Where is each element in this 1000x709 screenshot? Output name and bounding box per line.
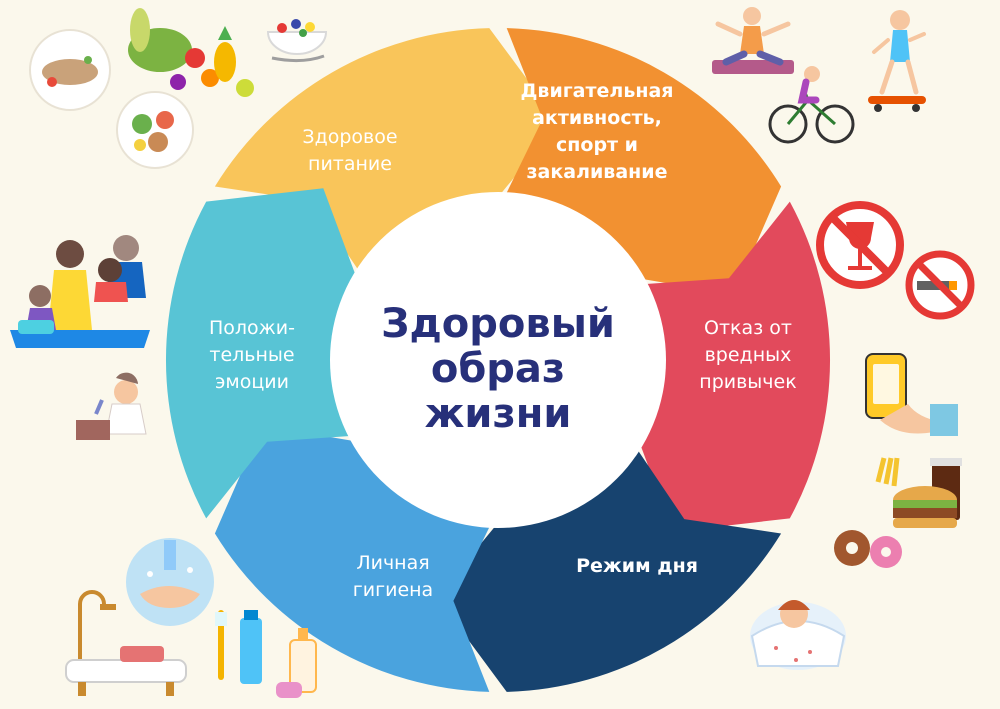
svg-text:вредных: вредных <box>705 344 792 366</box>
segment-habits <box>636 201 831 532</box>
svg-text:активность,: активность, <box>532 107 662 129</box>
svg-text:привычек: привычек <box>699 371 796 393</box>
segment-emotions <box>165 188 360 519</box>
healthy-food-icon <box>29 8 254 169</box>
center-title-line-2: образ <box>431 346 565 392</box>
center-title-line-3: жизни <box>425 391 572 437</box>
segment-activity <box>502 28 782 295</box>
handwash-icon <box>126 538 214 626</box>
svg-text:тельные: тельные <box>209 344 294 366</box>
svg-text:Отказ от: Отказ от <box>704 317 792 339</box>
svg-text:Режим дня: Режим дня <box>576 555 698 577</box>
svg-text:Положи-: Положи- <box>209 317 295 339</box>
no-alcohol-icon <box>816 201 904 289</box>
svg-text:Здоровое: Здоровое <box>302 126 397 148</box>
svg-text:питание: питание <box>308 153 392 175</box>
svg-text:гигиена: гигиена <box>353 579 433 601</box>
segment-label-habits: Отказ от вредных привычек <box>699 317 796 393</box>
svg-text:Двигательная: Двигательная <box>521 80 674 102</box>
cyclist-icon <box>768 66 855 144</box>
svg-text:закаливание: закаливание <box>527 161 668 183</box>
child-playing-icon <box>76 372 147 440</box>
segment-label-emotions: Положи- тельные эмоции <box>209 317 295 393</box>
svg-text:спорт и: спорт и <box>556 134 638 156</box>
phone-hand-icon <box>865 353 958 436</box>
center-title-line-1: Здоровый <box>381 301 615 347</box>
svg-text:эмоции: эмоции <box>215 371 289 393</box>
segment-label-hygiene: Личная гигиена <box>353 552 433 601</box>
bathroom-icon <box>65 590 187 696</box>
fruit-bowl-icon <box>266 19 328 63</box>
svg-text:Личная: Личная <box>356 552 429 574</box>
segment-label-routine: Режим дня <box>576 555 698 577</box>
family-icon <box>10 235 150 348</box>
segment-nutrition <box>214 28 560 278</box>
center-circle <box>330 192 666 528</box>
segment-routine <box>436 442 782 692</box>
yoga-icon <box>712 7 794 74</box>
segment-hygiene <box>214 425 494 692</box>
segment-label-activity: Двигательная активность, спорт и закалив… <box>521 80 674 183</box>
no-smoking-icon <box>905 250 975 320</box>
ring <box>165 28 831 692</box>
skateboard-icon <box>868 10 926 112</box>
sleeping-girl-icon <box>750 600 846 670</box>
segment-label-nutrition: Здоровое питание <box>302 126 397 175</box>
fast-food-icon <box>834 457 962 568</box>
toothbrush-icon <box>215 610 317 698</box>
